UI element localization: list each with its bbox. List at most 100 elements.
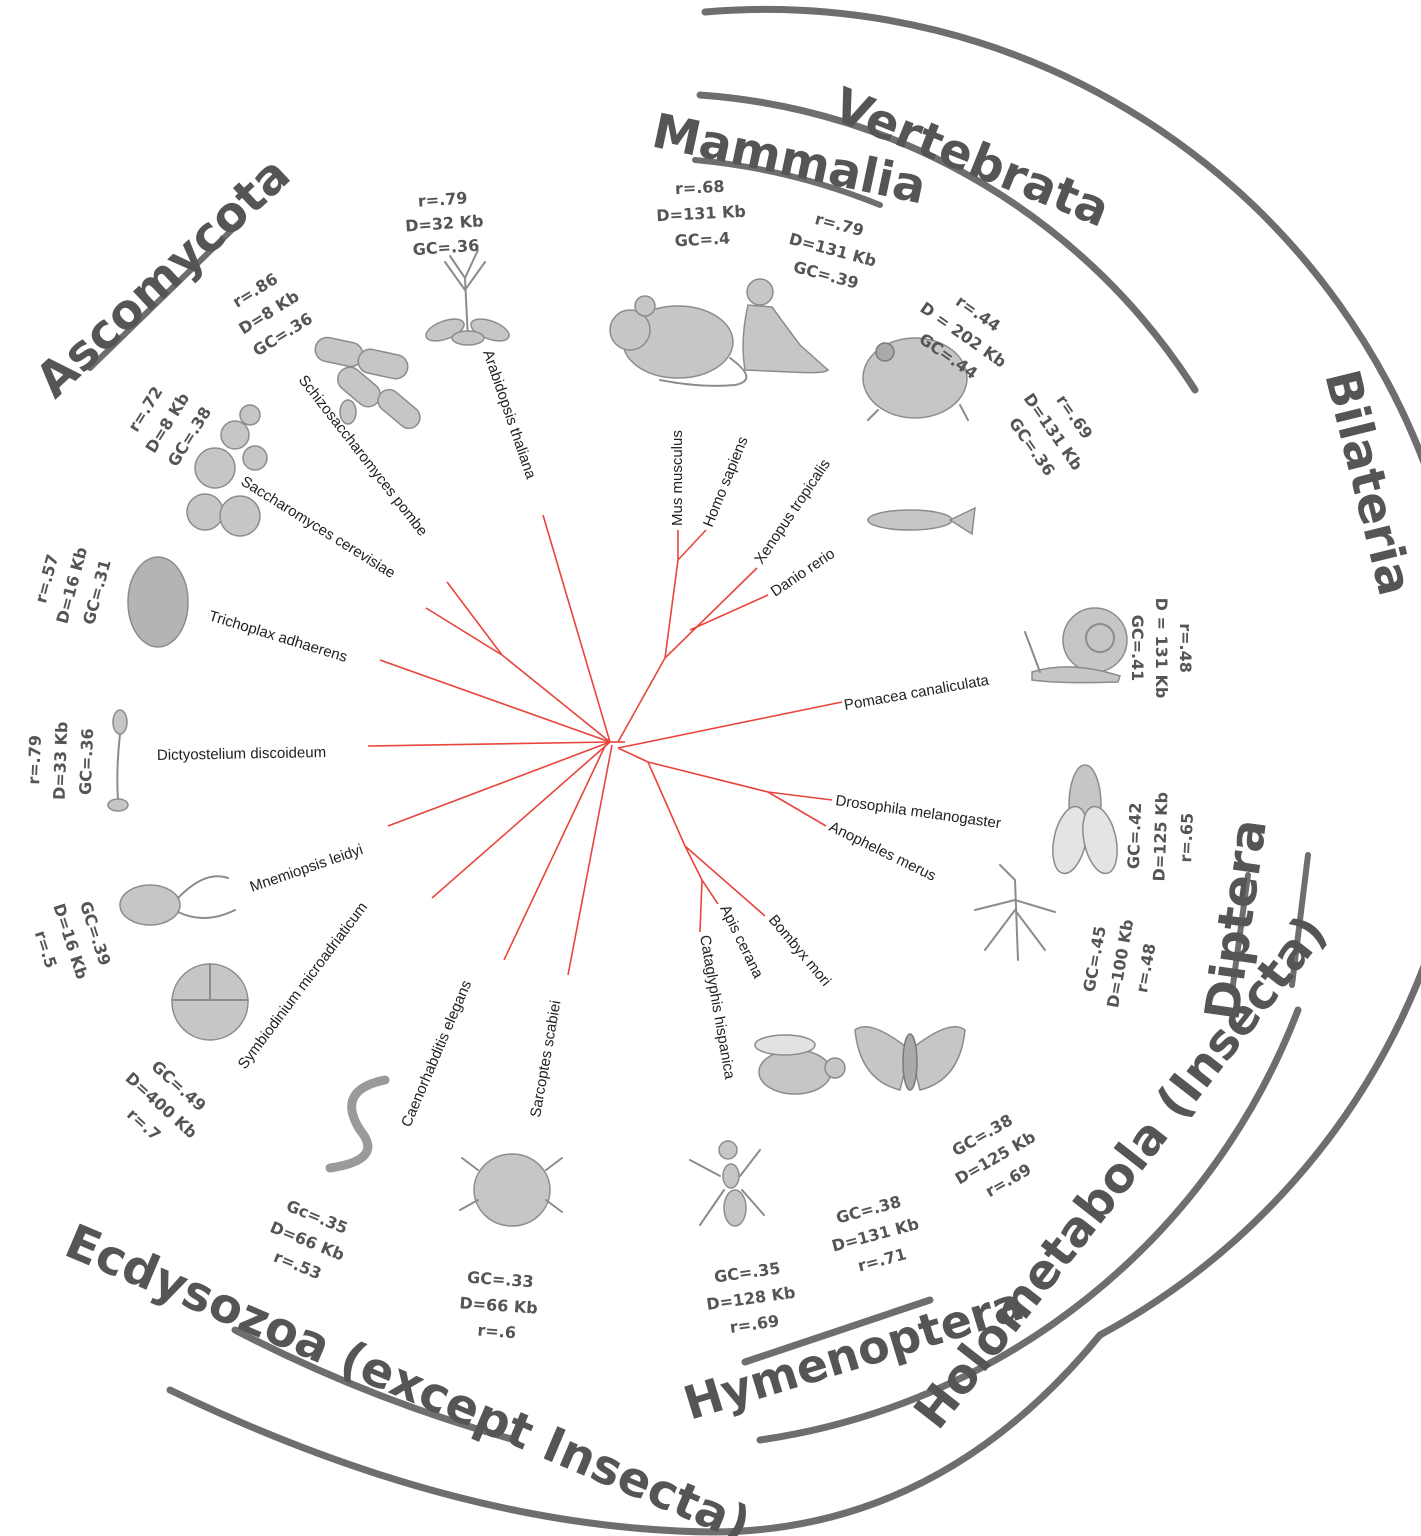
species-label-apis: Apis cerana [716,902,766,981]
stat-line: r=.79 [24,735,45,785]
branch-homo [677,529,707,561]
stat-line: D=131 Kb [656,202,746,226]
yeast-cells-icon [186,404,268,537]
species-label-sarcoptes: Sarcoptes scabiei [527,999,564,1119]
stat-line: D=32 Kb [405,211,485,235]
trichoplax-icon [127,556,189,648]
branch-holometabola-stem [647,761,686,847]
branch-danio [689,594,769,631]
species-label-homo: Homo sapiens [700,434,752,529]
stats-trichoplax: r=.57 D=16 Kb GC=.31 [31,545,115,627]
species-label-cerevisiae: Saccharomyces cerevisiae [238,473,398,582]
ant-icon [689,1140,765,1227]
stat-line: D=33 Kb [50,721,72,800]
stats-anopheles: GC=.45 D=100 Kb r=.48 [1079,918,1159,1009]
species-label-dictyostelium: Dictyostelium discoideum [157,744,327,764]
stat-line: r=.71 [856,1244,909,1275]
branch-mnemiopsis [387,741,611,827]
mnemiopsis-icon [119,875,236,926]
branch-cerevisiae [425,607,503,656]
stat-line: GC=.35 [713,1259,782,1287]
diptera-arc-inner [1229,872,1251,995]
mouse-icon [609,295,748,387]
branch-sarcoptes [567,744,613,976]
arabidopsis-plant-icon [425,249,510,346]
stats-drosophila: GC=.42 D=125 Kb r=.65 [1124,792,1197,882]
species-label-danio: Danio rerio [768,545,838,600]
stat-line: GC=.42 [1124,802,1145,869]
stat-line: r=.5 [31,928,61,971]
caenorhabditis-worm-icon [325,1075,390,1173]
branch-cataglyphis [699,879,703,933]
branch-drosophila [767,791,833,801]
stat-line: r=.68 [674,177,725,199]
stats-cataglyphis: GC=.35 D=128 Kb r=.69 [705,1259,796,1337]
frog-icon [862,337,969,421]
zebrafish-icon [867,506,976,536]
human-icon [742,278,830,374]
stats-symbiodinium: GC=.49 D=400 Kb r=.7 [122,1057,210,1145]
species-label-anopheles: Anopheles merus [826,818,938,884]
stat-line: GC=.45 [1079,925,1109,994]
clade-arcs [87,5,1421,1536]
hymenoptera-arc [741,1296,934,1366]
stat-line: GC=.36 [412,236,480,260]
stat-line: r=.79 [417,188,468,210]
sarcoptes-mite-icon [459,1153,563,1227]
stat-line: r=.79 [813,209,866,240]
holometabola-arc [756,1006,1302,1444]
species-label-mnemiopsis: Mnemiopsis leidyi [248,841,365,896]
moth-icon [854,1026,966,1091]
symbiodinium-icon [171,963,249,1041]
vertebrata-arc [696,91,1199,394]
species-label-cataglyphis: Cataglyphis hispanica [696,934,738,1081]
stats-pombe: r=.86 D=8 Kb GC=.36 [229,269,316,360]
species-labels: Arabidopsis thaliana Mus musculus Homo s… [157,348,1002,1130]
snail-icon [1024,607,1128,684]
branch-mammal-stem [664,559,679,659]
stat-line: D=66 Kb [459,1293,539,1317]
branch-bombyx [684,845,766,917]
branch-fungi-stem [501,654,611,743]
stats-pomacea: r=.48 D = 131 Kb GC=.41 [1128,598,1195,699]
branch-anopheles [767,791,827,827]
branch-pombe [446,581,503,656]
branch-diptera-stem [647,761,769,793]
clade-label-ecdysozoa: Ecdysozoa (except Insecta) [57,1213,758,1536]
species-label-caenorhabditis: Caenorhabditis elegans [398,978,475,1130]
branch-xenopus [664,567,758,659]
stat-line: r=.57 [31,552,62,605]
bilateria-arc [701,5,1421,1339]
species-label-symbiodinium: Symbiodinium microadriaticum [235,899,371,1072]
stat-line: r=.48 [1176,623,1195,673]
clade-label-bilateria: Bilateria [1313,364,1421,601]
pombe-cells-icon [314,336,421,430]
stat-line: GC=.33 [466,1268,534,1292]
branch-symbiodinium [431,741,611,899]
bee-icon [754,1034,846,1095]
species-label-mus: Mus musculus [669,430,686,526]
branch-vertebrate-stem [617,657,666,743]
stat-line: r=.6 [477,1321,517,1343]
stats-arabidopsis: r=.79 D=32 Kb GC=.36 [405,188,485,260]
stats-mus: r=.68 D=131 Kb GC=.4 [656,177,746,251]
stats-apis: GC=.38 D=131 Kb r=.71 [830,1192,921,1276]
species-label-drosophila: Drosophila melanogaster [834,792,1002,832]
stat-line: r=.65 [1176,812,1197,862]
organism-illustrations [107,249,1128,1227]
stat-line: GC=.4 [674,228,730,250]
stats-bombyx: GC=.38 D=125 Kb r=.69 [949,1110,1039,1201]
stats-sarcoptes: GC=.33 D=66 Kb r=.6 [459,1268,539,1343]
species-label-bombyx: Bombyx mori [765,912,834,990]
stat-line: r=.48 [1132,942,1159,994]
stat-line: GC=.36 [76,728,97,795]
stat-line: GC=.41 [1128,615,1147,682]
mosquito-icon [974,864,1056,961]
ecdysozoa-arc-inner [231,1326,519,1444]
stats-dictyostelium: r=.79 D=33 Kb GC=.36 [24,721,97,800]
branch-insect-stem [617,747,649,763]
stats-caenorhabditis: Gc=.35 D=66 Kb r=.53 [267,1196,350,1283]
diptera-arc-outer [1289,852,1311,988]
ascomycota-arc [87,219,243,371]
branch-trichoplax [379,659,611,743]
